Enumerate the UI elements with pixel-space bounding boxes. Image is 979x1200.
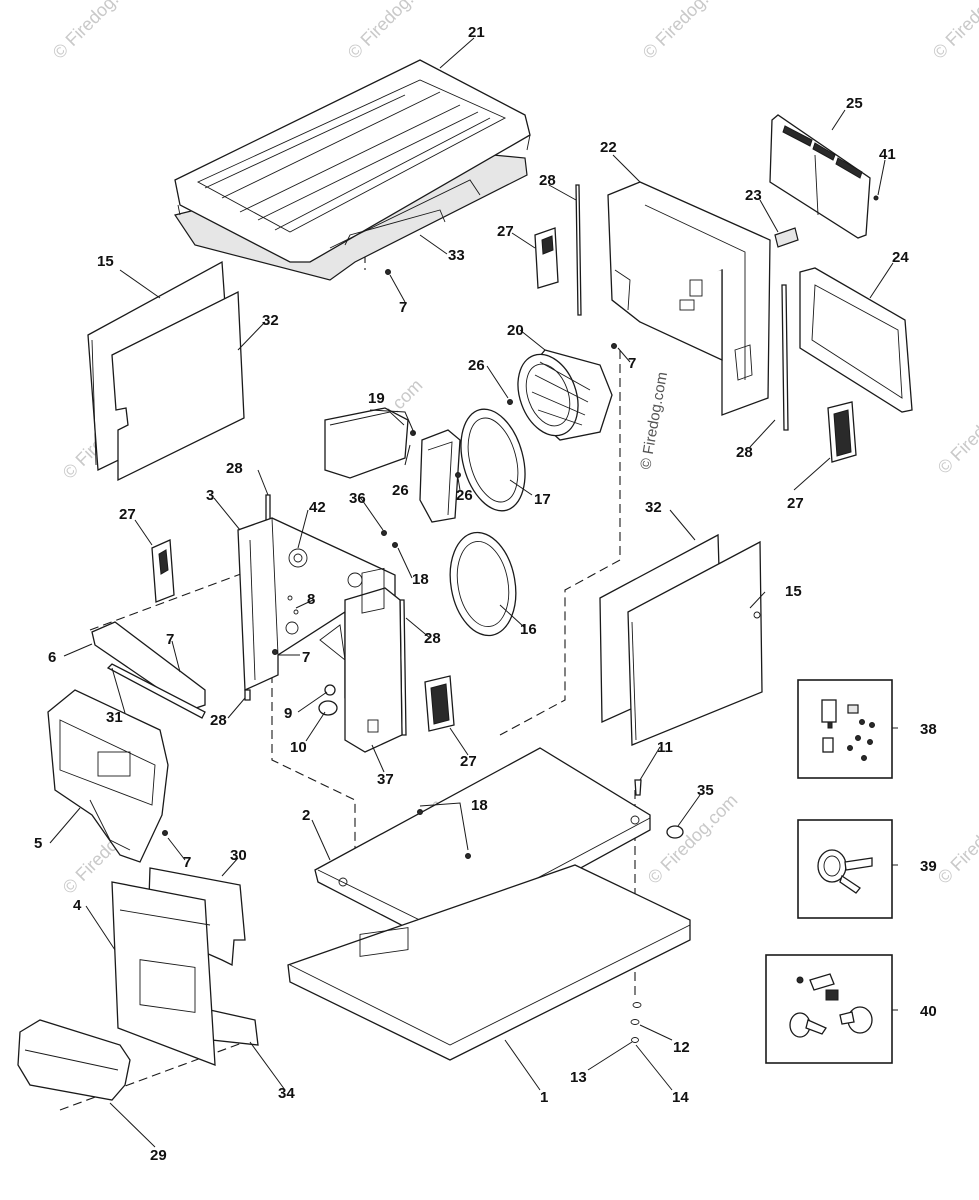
callout-25: 25 [846, 95, 863, 112]
leader-lines [49, 37, 898, 1148]
vent-grilles [151, 227, 857, 732]
callout-32: 32 [645, 499, 662, 516]
left-side-panel [87, 260, 245, 482]
callout-8: 8 [307, 591, 315, 608]
small-plate [774, 227, 799, 248]
callout-18: 18 [471, 797, 488, 814]
callout-18: 18 [412, 571, 429, 588]
callout-7: 7 [628, 355, 636, 372]
callout-27: 27 [460, 753, 477, 770]
callout-28: 28 [736, 444, 753, 461]
callout-34: 34 [278, 1085, 295, 1102]
callout-29: 29 [150, 1147, 167, 1164]
callout-19: 19 [368, 390, 385, 407]
callout-1: 1 [540, 1089, 548, 1106]
inset-kit-39 [797, 819, 893, 919]
callout-27: 27 [497, 223, 514, 240]
heat-shields [324, 407, 461, 523]
right-housing [607, 181, 771, 416]
callout-28: 28 [210, 712, 227, 729]
callout-3: 3 [206, 487, 214, 504]
support-rails [91, 621, 206, 719]
bottom-access-cover [17, 1019, 131, 1101]
callout-28: 28 [226, 460, 243, 477]
callout-13: 13 [570, 1069, 587, 1086]
cover-bracket [344, 209, 446, 246]
callout-20: 20 [507, 322, 524, 339]
callout-10: 10 [290, 739, 307, 756]
callout-38: 38 [920, 721, 937, 738]
grommet [324, 684, 336, 696]
callout-11: 11 [657, 739, 673, 756]
front-access-frame [111, 867, 259, 1066]
watermark-text: © Firedog.com [637, 371, 671, 471]
callout-33: 33 [448, 247, 465, 264]
callout-42: 42 [309, 499, 326, 516]
control-panel-front [344, 567, 403, 753]
bottom-base-plate [287, 864, 691, 1061]
blower-rings [449, 408, 526, 637]
inset-kit-38 [797, 679, 893, 779]
callout-7: 7 [399, 299, 407, 316]
callout-16: 16 [520, 621, 537, 638]
watermark-text: © Firedog.com [929, 0, 979, 63]
watermark-text: © Firedog.com [49, 0, 147, 63]
blower-scroll [517, 349, 613, 441]
callout-35: 35 [697, 782, 714, 799]
callout-26: 26 [456, 487, 473, 504]
callout-41: 41 [879, 146, 896, 163]
callout-26: 26 [392, 482, 409, 499]
burner-assembly [47, 689, 169, 863]
callout-30: 30 [230, 847, 247, 864]
part-callouts: 21 25 41 22 28 23 27 33 24 15 7 32 20 7 … [34, 24, 937, 1164]
rear-grille-panel [769, 114, 879, 239]
callout-12: 12 [673, 1039, 690, 1056]
callout-39: 39 [920, 858, 937, 875]
callout-21: 21 [468, 24, 485, 41]
callout-26: 26 [468, 357, 485, 374]
callout-14: 14 [672, 1089, 689, 1106]
callout-28: 28 [539, 172, 556, 189]
callout-15: 15 [785, 583, 802, 600]
callout-24: 24 [892, 249, 909, 266]
callout-37: 37 [377, 771, 394, 788]
door-frame [799, 267, 913, 413]
watermark-text: © Firedog.com [934, 790, 979, 888]
callout-27: 27 [787, 495, 804, 512]
callout-32: 32 [262, 312, 279, 329]
callout-9: 9 [284, 705, 292, 722]
watermark-text: © Firedog.com [344, 0, 442, 63]
callout-7: 7 [166, 631, 174, 648]
callout-7: 7 [183, 854, 191, 871]
callout-22: 22 [600, 139, 617, 156]
callout-6: 6 [48, 649, 56, 666]
callout-17: 17 [534, 491, 551, 508]
plug [318, 700, 338, 716]
callout-15: 15 [97, 253, 114, 270]
top-cover [174, 59, 531, 281]
callout-2: 2 [302, 807, 310, 824]
watermark-text: © Firedog.com [639, 0, 737, 63]
callout-36: 36 [349, 490, 366, 507]
callout-27: 27 [119, 506, 136, 523]
callout-23: 23 [745, 187, 762, 204]
inset-kit-40 [765, 954, 893, 1064]
callout-28: 28 [424, 630, 441, 647]
callout-31: 31 [106, 709, 123, 726]
callout-7: 7 [302, 649, 310, 666]
watermark-text: © Firedog.com [934, 380, 979, 478]
callout-5: 5 [34, 835, 42, 852]
callout-40: 40 [920, 1003, 937, 1020]
right-front-door [599, 533, 763, 746]
fasteners [162, 269, 684, 1043]
callout-4: 4 [73, 897, 82, 914]
